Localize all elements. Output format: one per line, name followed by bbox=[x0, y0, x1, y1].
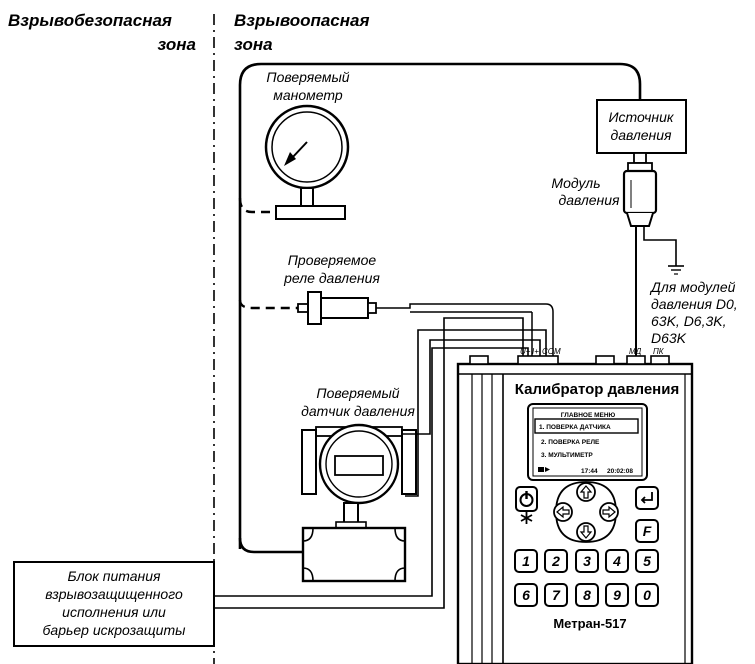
key-8-label: 8 bbox=[583, 587, 591, 603]
ground-icon bbox=[668, 265, 684, 275]
relay-connection bbox=[238, 299, 298, 310]
power-supply-box bbox=[13, 561, 215, 647]
pressure-source-label-line1: Источник bbox=[608, 109, 674, 125]
screen-item-1[interactable]: 1. ПОВЕРКА ДАТЧИКА bbox=[539, 424, 611, 431]
power-supply-label-line3: исполнения или bbox=[62, 604, 166, 620]
power-supply-wire-2 bbox=[214, 317, 524, 609]
arrow-down-button[interactable] bbox=[576, 522, 596, 542]
arrow-left-button[interactable] bbox=[553, 502, 573, 522]
arrow-up-button[interactable] bbox=[576, 482, 596, 502]
key-9-label: 9 bbox=[613, 587, 621, 603]
enter-button[interactable] bbox=[635, 486, 659, 510]
hazard-zone-title-line2: зона bbox=[234, 35, 273, 54]
key-9[interactable] bbox=[605, 583, 629, 607]
port-md-label: МД bbox=[629, 347, 642, 356]
key-0[interactable] bbox=[635, 583, 659, 607]
relay-label-line1: Проверяемое bbox=[288, 252, 377, 268]
pressure-line-loop bbox=[238, 62, 642, 549]
gauge-label-line2: манометр bbox=[273, 87, 343, 103]
safe-zone-title-line1: Взрывобезопасная bbox=[8, 11, 172, 30]
module-cable bbox=[643, 226, 677, 266]
backlight-star-icon bbox=[520, 512, 533, 524]
calibrator-screen bbox=[527, 403, 648, 481]
module-note-line4: D63K bbox=[651, 330, 687, 346]
relay-label-line2: реле давления bbox=[283, 270, 380, 286]
pressure-module-label-line1: Модуль bbox=[551, 175, 600, 191]
f-button[interactable] bbox=[635, 519, 659, 543]
key-1-label: 1 bbox=[522, 553, 530, 569]
module-note-line1: Для модулей bbox=[649, 279, 736, 295]
module-note-line3: 63K, D6,3K, bbox=[651, 313, 727, 329]
key-6[interactable] bbox=[514, 583, 538, 607]
port-com-label: COM bbox=[542, 347, 561, 356]
key-2-label: 2 bbox=[551, 553, 560, 569]
key-8[interactable] bbox=[575, 583, 599, 607]
navigation-pad bbox=[555, 481, 617, 543]
gauge-connection bbox=[238, 197, 276, 214]
key-3-label: 3 bbox=[583, 553, 591, 569]
hazard-zone-title-line1: Взрывоопасная bbox=[234, 11, 370, 30]
transmitter-label-line2: датчик давления bbox=[301, 403, 415, 419]
key-7-label: 7 bbox=[552, 587, 561, 603]
key-2[interactable] bbox=[544, 549, 568, 573]
key-4[interactable] bbox=[605, 549, 629, 573]
screen-header: ГЛАВНОЕ МЕНЮ bbox=[561, 412, 616, 419]
gauge-label-line1: Поверяемый bbox=[266, 69, 349, 85]
pressure-module-label-line2: давления bbox=[558, 192, 620, 208]
screen-time: 17:44 bbox=[581, 468, 598, 475]
screen-item-2[interactable]: 2. ПОВЕРКА РЕЛЕ bbox=[541, 439, 600, 446]
power-supply-wire-1 bbox=[214, 347, 529, 597]
calibrator-brand: Метран-517 bbox=[553, 616, 626, 631]
module-note-line2: давления D0, bbox=[651, 296, 738, 312]
port-u-label: U+ bbox=[520, 347, 531, 356]
transmitter-wire bbox=[402, 339, 541, 435]
pressure-source-label-line2: давления bbox=[610, 127, 672, 143]
key-1[interactable] bbox=[514, 549, 538, 573]
pressure-gauge bbox=[264, 104, 350, 220]
key-7[interactable] bbox=[544, 583, 568, 607]
pressure-relay bbox=[297, 291, 377, 325]
key-0-label: 0 bbox=[643, 587, 651, 603]
arrow-right-button[interactable] bbox=[599, 502, 619, 522]
screen-item-3[interactable]: 3. МУЛЬТИМЕТР bbox=[541, 452, 593, 459]
relay-wire bbox=[376, 303, 554, 356]
power-supply-label-line2: взрывозащищенного bbox=[45, 586, 183, 602]
calibrator-title: Калибратор давления bbox=[515, 381, 679, 398]
pressure-transmitter bbox=[301, 423, 417, 583]
key-5-label: 5 bbox=[643, 553, 651, 569]
transmitter-wire-2 bbox=[405, 329, 547, 497]
port-i-label: I+ bbox=[532, 347, 539, 356]
safe-zone-title-line2: зона bbox=[157, 35, 196, 54]
key-4-label: 4 bbox=[612, 553, 621, 569]
key-5[interactable] bbox=[635, 549, 659, 573]
power-supply-label-line1: Блок питания bbox=[67, 568, 161, 584]
screen-timer: 20:02:08 bbox=[607, 468, 633, 475]
transmitter-label-line1: Поверяемый bbox=[316, 385, 399, 401]
transmitter-connection bbox=[238, 537, 303, 554]
power-button[interactable] bbox=[515, 486, 538, 512]
pressure-source-box bbox=[596, 99, 687, 154]
key-6-label: 6 bbox=[522, 587, 530, 603]
calibrator-ports bbox=[517, 355, 670, 365]
pressure-module bbox=[622, 162, 658, 227]
key-3[interactable] bbox=[575, 549, 599, 573]
numeric-keypad bbox=[514, 549, 659, 607]
power-supply-label-line4: барьер искрозащиты bbox=[43, 622, 187, 638]
f-button-label: F bbox=[643, 523, 652, 539]
port-pk-label: ПК bbox=[653, 347, 665, 356]
